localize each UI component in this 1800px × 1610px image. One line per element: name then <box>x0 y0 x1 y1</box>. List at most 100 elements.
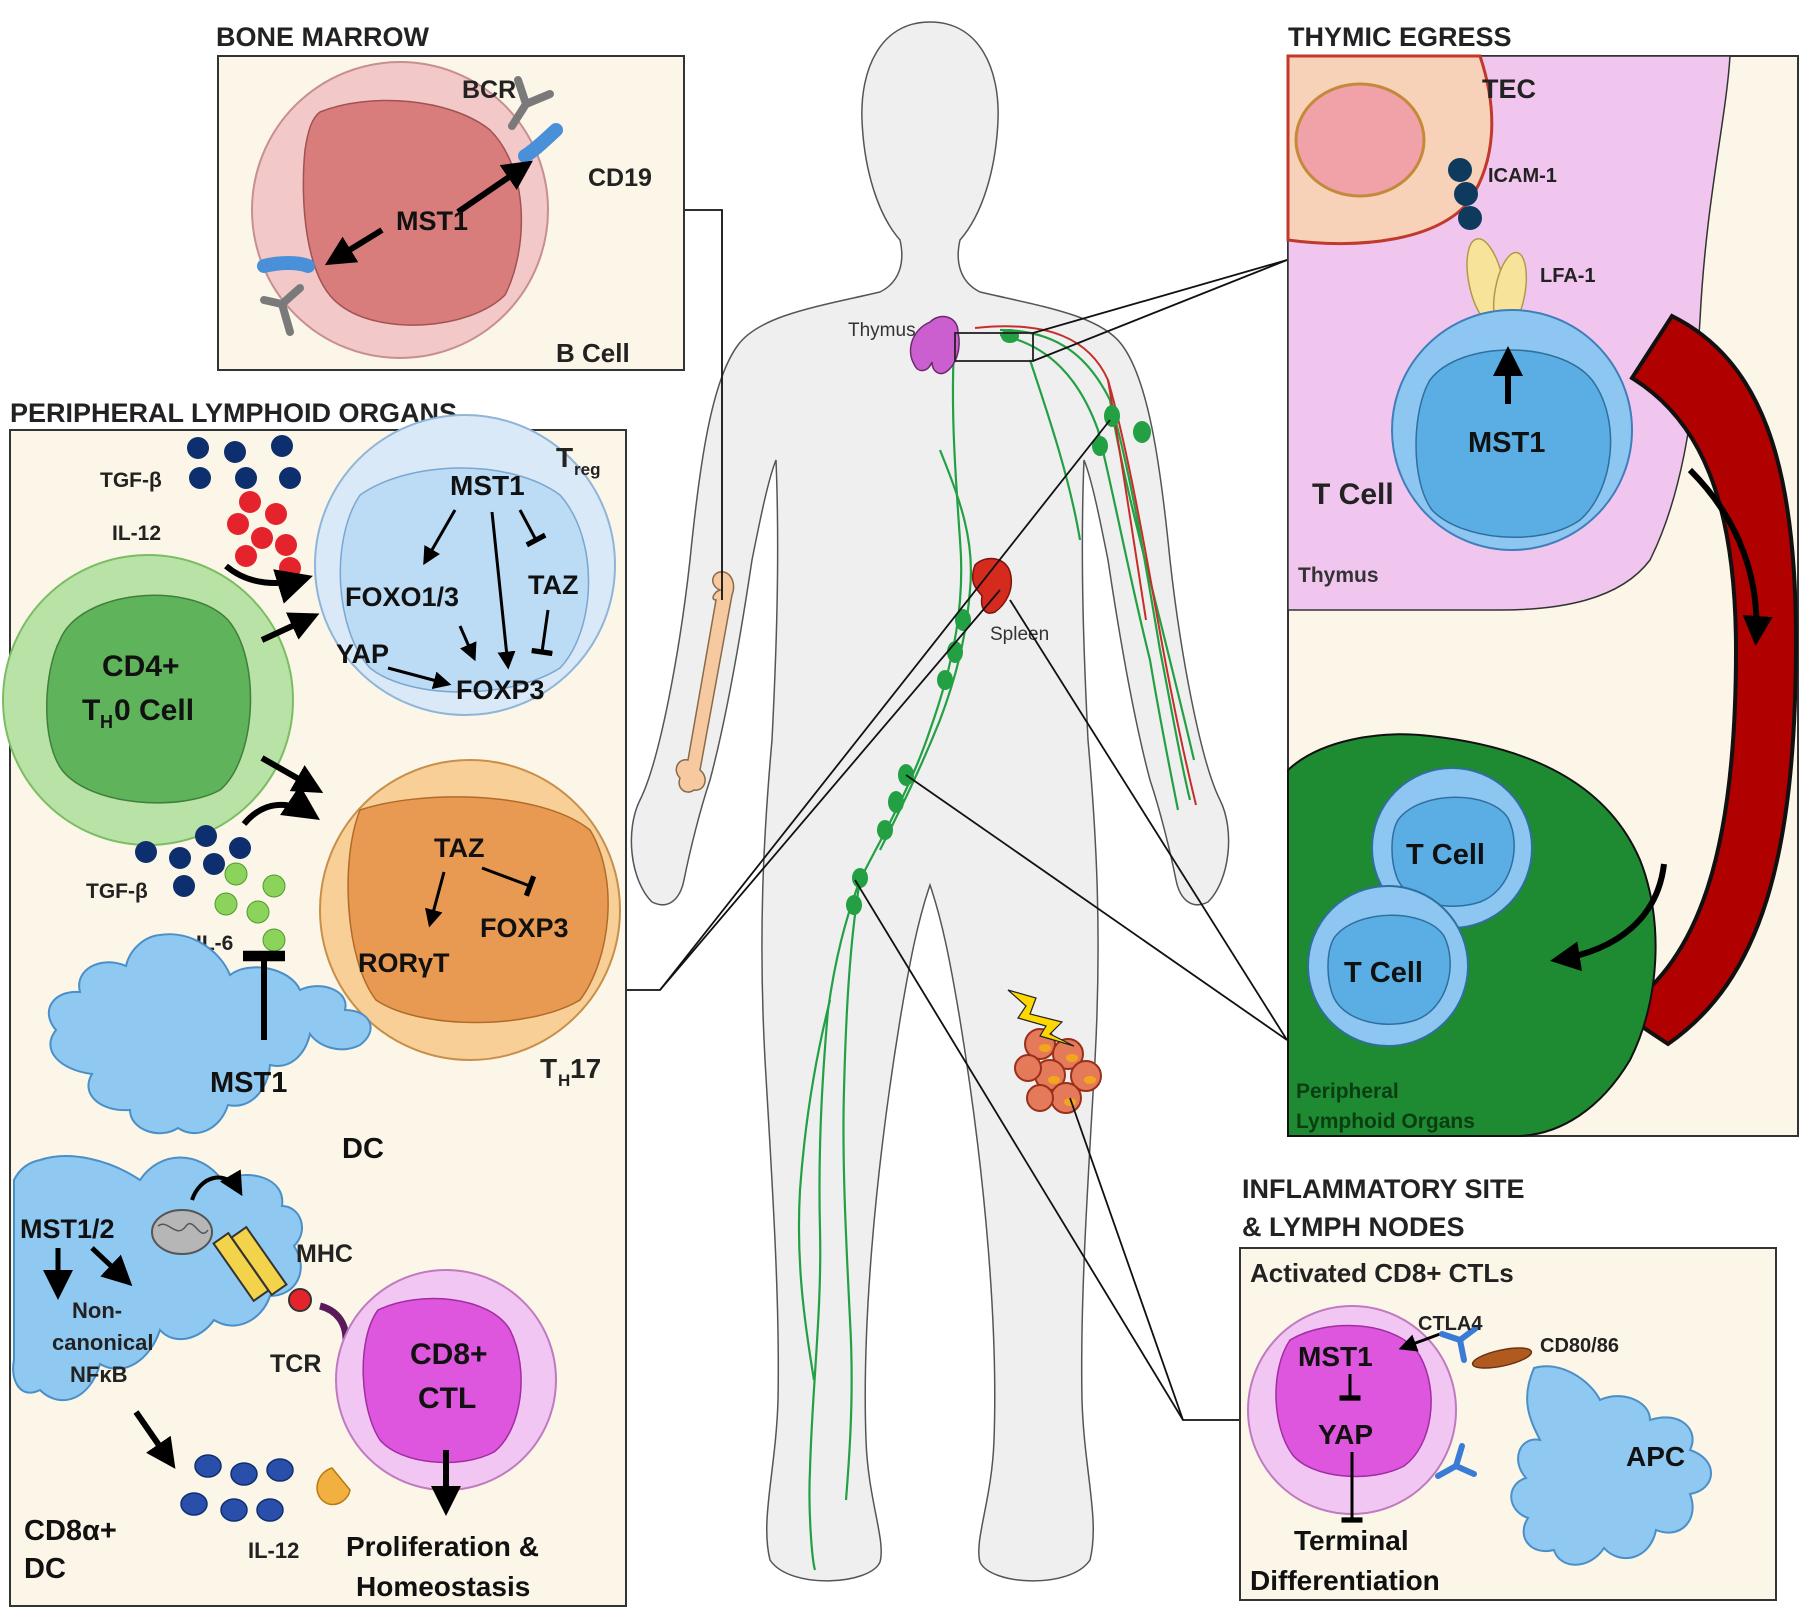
tec-label: TEC <box>1482 74 1536 104</box>
taz-inhibits-foxp3 <box>481 866 537 897</box>
peripheral-title: PERIPHERAL LYMPHOID ORGANS <box>10 398 457 428</box>
th0-label-sub: H <box>100 712 113 732</box>
icam1-icon <box>1448 158 1482 230</box>
treg-label-main: T <box>556 442 573 473</box>
cytokine-arrow-1 <box>224 563 313 604</box>
th17-label-main: T <box>540 1053 557 1084</box>
cd8a-dc-label-1: CD8α+ <box>24 1515 117 1547</box>
rorgt-label: RORγT <box>358 948 450 978</box>
mst12-label: MST1/2 <box>20 1214 115 1244</box>
cd8-label-2: CTL <box>418 1382 476 1415</box>
ctl-cell-nucleus <box>1275 1324 1432 1478</box>
mst1-arrow-up <box>456 160 533 215</box>
thymic-t-cell-nucleus <box>1415 349 1612 539</box>
mitochondrion-cristae <box>157 1223 209 1234</box>
cytokine-arrow-2 <box>241 785 320 826</box>
taz-label-2: TAZ <box>434 833 484 863</box>
egress-arrow-1 <box>1687 467 1773 646</box>
ctl-yap-label: YAP <box>1318 1419 1373 1450</box>
thymus-label: Thymus <box>848 320 916 341</box>
mhc-icon <box>212 1225 312 1312</box>
tcr-label: TCR <box>270 1350 321 1378</box>
treg-pathway-arrows <box>387 509 553 689</box>
cd80-icon <box>1471 1347 1533 1369</box>
tgf-beta-cytokines-2 <box>135 825 251 897</box>
th0-label-rest: 0 Cell <box>114 694 194 727</box>
tgf-beta-label-1: TGF-β <box>100 469 162 492</box>
inflammatory-panel: INFLAMMATORY SITE & LYMPH NODES Activate… <box>1239 1174 1777 1601</box>
lymphatic-vessels <box>797 328 1196 1571</box>
cd80-label: CD80/86 <box>1540 1335 1619 1357</box>
b-cell-label: B Cell <box>556 338 630 368</box>
cd19-label: CD19 <box>588 164 652 192</box>
periph-t-cell-2-nucleus <box>1327 914 1451 1025</box>
thymic-egress-panel: THYMIC EGRESS TEC ICAM-1 LFA-1 MST1 T Ce… <box>1286 22 1799 1137</box>
thymus-region-label: Thymus <box>1298 564 1379 587</box>
mhc-label: MHC <box>296 1240 353 1268</box>
apc-label: APC <box>1626 1441 1685 1472</box>
il12-receptor-icon <box>316 1467 351 1506</box>
th0-to-th17-arrow <box>260 755 324 793</box>
apc-cell <box>1510 1365 1712 1566</box>
spleen-icon <box>971 557 1012 614</box>
thymus-zoom-box <box>954 332 1034 362</box>
ctla4-to-mst1-arrow <box>1398 1332 1441 1352</box>
thymic-egress-title: THYMIC EGRESS <box>1288 22 1512 52</box>
noncanon-label-2: canonical <box>52 1330 153 1355</box>
cd8a-dc-cell <box>12 1155 303 1402</box>
foxo-label: FOXO1/3 <box>345 582 459 612</box>
mst1-arrow-down <box>324 227 384 266</box>
b-mst1-label: MST1 <box>396 206 468 236</box>
cd8-cell-nucleus <box>362 1297 522 1464</box>
periph-label-1: Peripheral <box>1296 1080 1399 1103</box>
b-cell-nucleus <box>302 99 523 326</box>
treg-mst1-label: MST1 <box>450 470 525 501</box>
il12-label-2: IL-12 <box>248 1538 299 1563</box>
nfkb-arrow <box>133 1410 176 1469</box>
bone-marrow-panel: BONE MARROW BCR CD19 MST1 B Cell <box>216 22 685 371</box>
cd19-icon <box>518 123 563 163</box>
ctl-mst1-label: MST1 <box>1298 1341 1373 1372</box>
thymus-organ-icon <box>909 315 960 375</box>
blood-vessel-red <box>1616 313 1799 1047</box>
th0-cell-nucleus <box>46 594 252 804</box>
mst12-arrow-2 <box>90 1246 133 1287</box>
periph-t-cell-1-nucleus <box>1391 796 1515 907</box>
mito-arrow <box>190 1169 243 1201</box>
inflammatory-subtitle: Activated CD8+ CTLs <box>1250 1258 1514 1288</box>
th17-label-sub: H <box>558 1071 570 1090</box>
ctla4-label: CTLA4 <box>1418 1313 1483 1335</box>
foxp3-label-2: FOXP3 <box>480 913 569 943</box>
egress-arrow-2 <box>1550 863 1667 972</box>
periph-label-2: Lymphoid Organs <box>1296 1110 1475 1133</box>
lightning-icon <box>1007 989 1075 1047</box>
foxp3-label-1: FOXP3 <box>456 675 545 705</box>
lfa1-label: LFA-1 <box>1540 265 1596 287</box>
inflammatory-title-2: & LYMPH NODES <box>1242 1212 1465 1242</box>
human-body: Thymus Spleen <box>630 21 1230 1582</box>
thymic-t-cell-label: T Cell <box>1312 478 1394 511</box>
prolif-label-2: Homeostasis <box>356 1571 530 1602</box>
taz-to-rorgt-arrow <box>425 871 446 928</box>
peripheral-panel: PERIPHERAL LYMPHOID ORGANS TGF-β IL-12 T… <box>2 398 627 1607</box>
th0-label-main: T <box>82 694 100 727</box>
tgf-beta-cytokines-1 <box>187 435 301 489</box>
term-diff-label-2: Differentiation <box>1250 1565 1440 1596</box>
bcr-label: BCR <box>462 76 516 104</box>
tgf-beta-label-2: TGF-β <box>86 880 148 903</box>
th0-label-1: CD4+ <box>102 650 180 683</box>
dc-cell-1 <box>47 933 372 1135</box>
mitochondrion-icon <box>151 1209 213 1255</box>
bone-icon <box>675 571 735 793</box>
cd8a-dc-label-2: DC <box>24 1553 66 1585</box>
thymic-mst1-label: MST1 <box>1468 427 1545 459</box>
noncanon-label-3: NFκB <box>70 1362 127 1387</box>
dc-mst1-label: MST1 <box>210 1067 287 1099</box>
taz-label-1: TAZ <box>528 570 578 600</box>
dc-label: DC <box>342 1133 384 1165</box>
body-silhouette <box>630 21 1230 1582</box>
prolif-label-1: Proliferation & <box>346 1531 539 1562</box>
th17-label-rest: 17 <box>570 1053 601 1084</box>
il12-cytokines-2 <box>180 1454 294 1522</box>
